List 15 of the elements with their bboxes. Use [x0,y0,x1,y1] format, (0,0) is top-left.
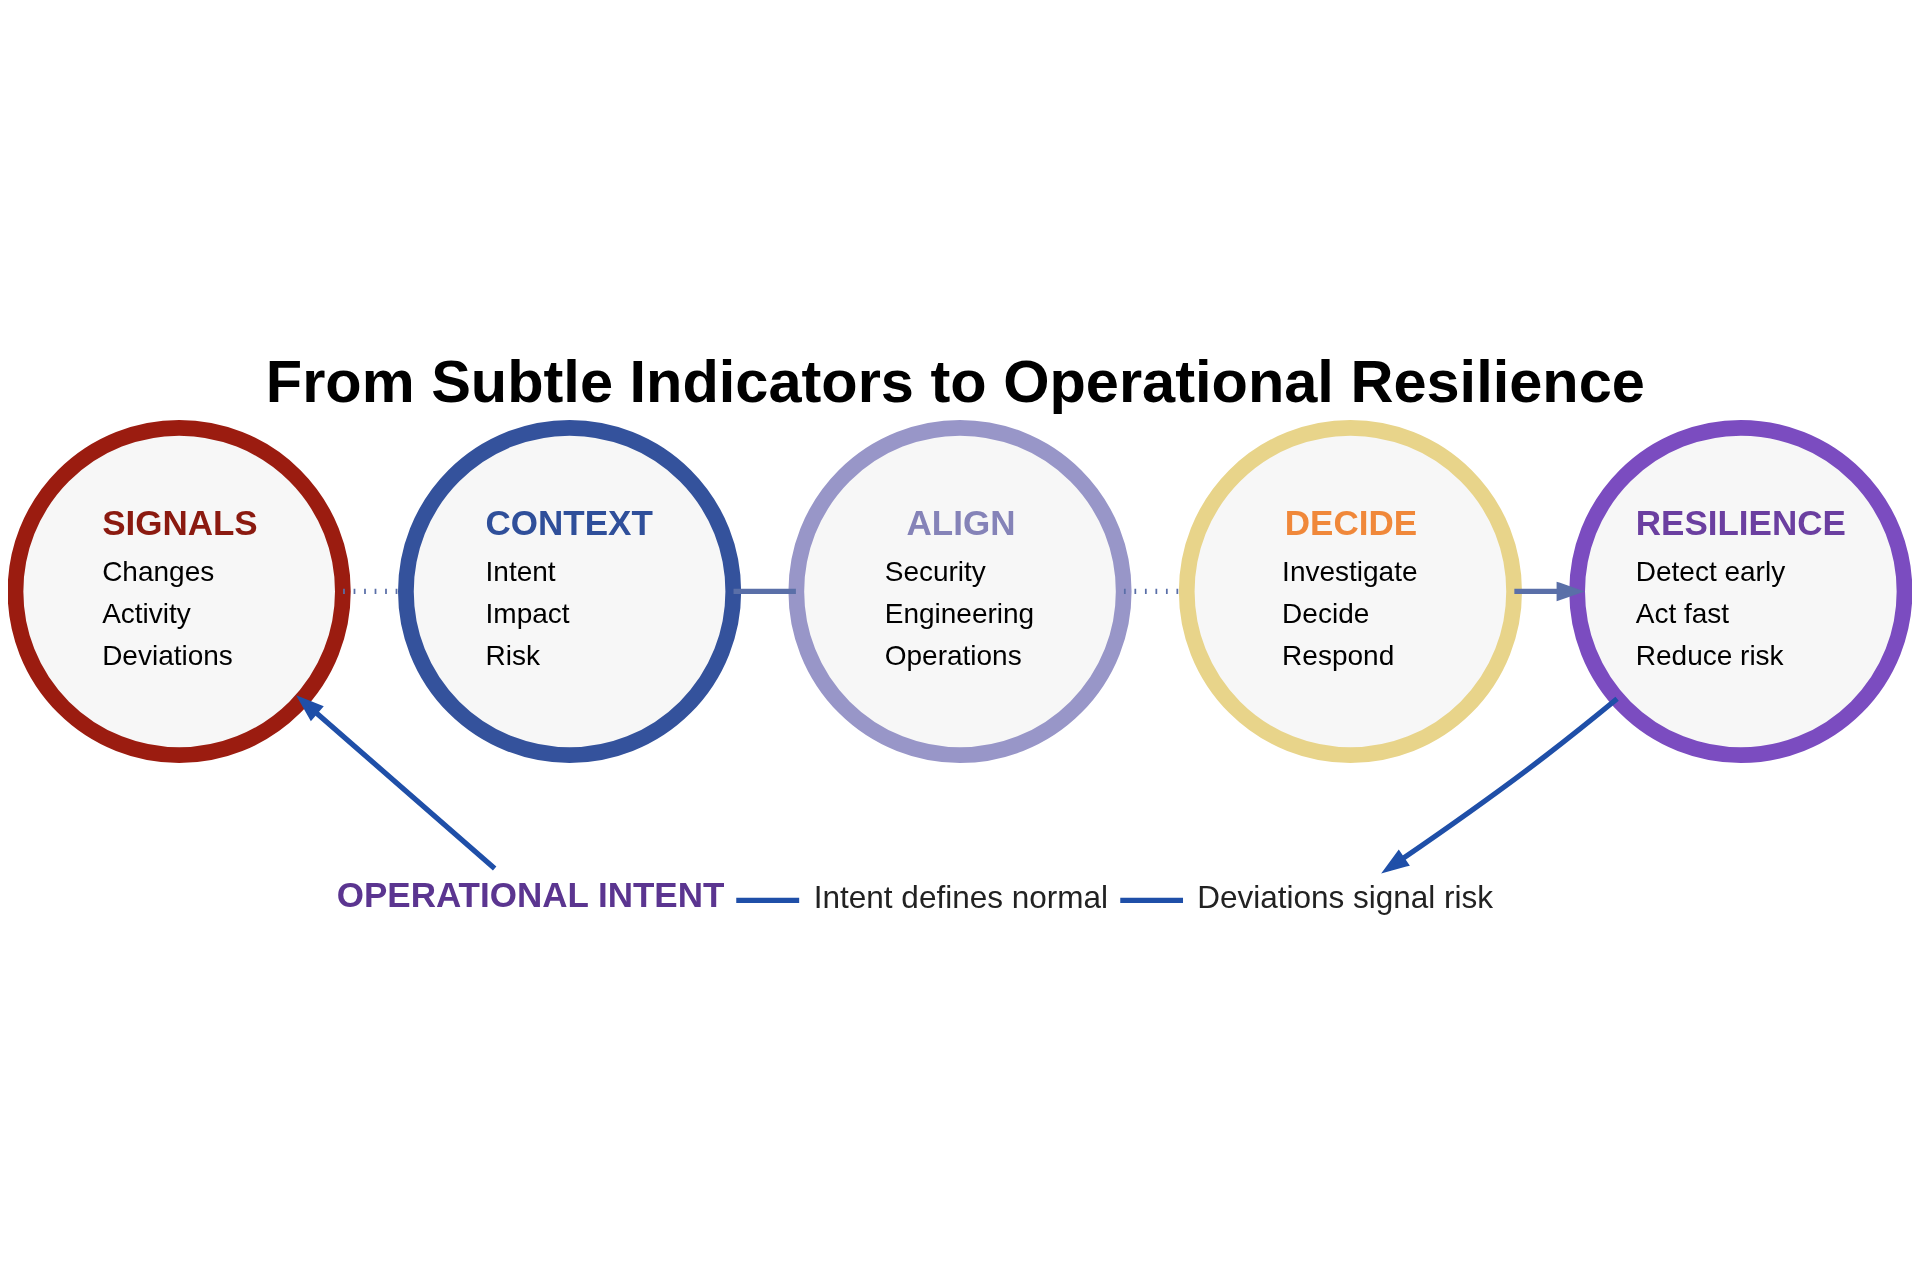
node-text: Intent defines normal [813,878,1108,915]
node-circle: RESILIENCE Detect early Act fast Reduce risk [1569,419,1912,763]
node-circle: CONTEXT Intent Impact Risk [398,419,742,763]
node-text: Deviations signal risk [1197,878,1494,915]
arrow [1514,581,1585,601]
node-text: OPERATIONAL INTENT [336,874,725,914]
node-circle: ALIGN Security Engineering Operations [788,419,1132,763]
arrow [1381,696,1619,873]
connector [733,588,796,594]
node-circle: DECIDE Investigate Decide Respond [1178,419,1522,763]
node-circle: SIGNALS Changes Activity Deviations [8,419,351,763]
connector [736,897,800,903]
diagram-title: From Subtle Indicators to Operational Resilience [265,347,1645,415]
arrow [296,694,497,870]
connector [1120,897,1183,903]
